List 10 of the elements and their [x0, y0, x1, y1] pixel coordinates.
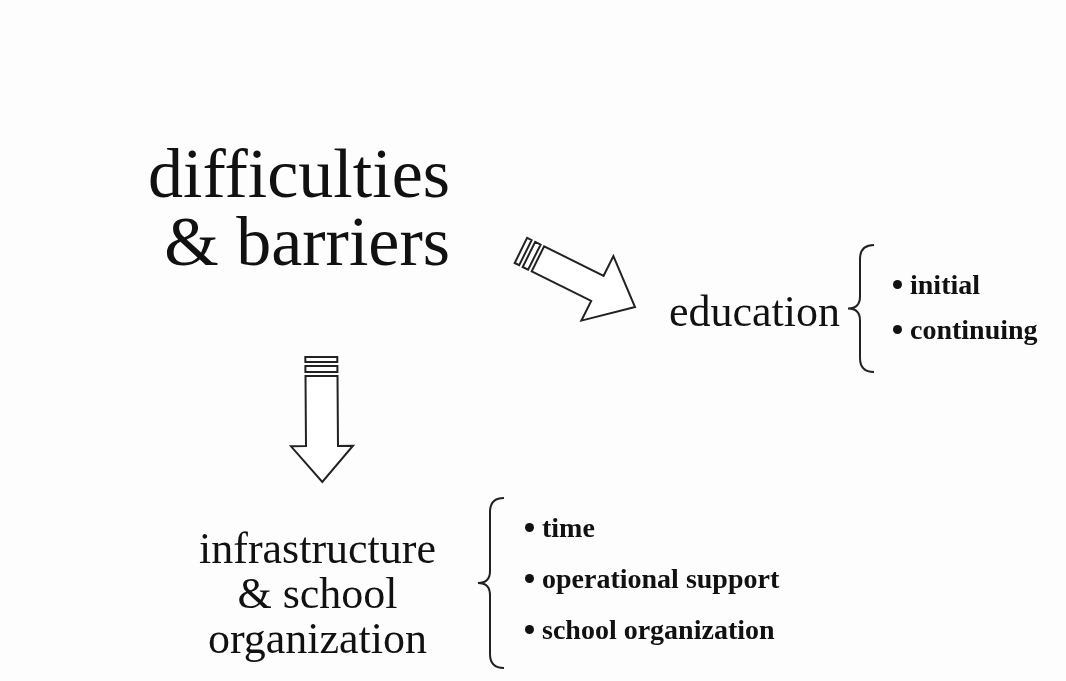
node-label: infrastructure & school organization [190, 482, 445, 662]
node-label: difficulties & barriers [120, 140, 450, 276]
bullet-text: school organization [542, 613, 775, 647]
block-arrow [288, 355, 356, 484]
bullet-text: operational support [542, 562, 780, 596]
block-arrow [513, 236, 637, 323]
bullet-text: initial [910, 268, 980, 302]
node-label: education [635, 290, 840, 334]
bullet-text: time [542, 511, 595, 545]
bullet-text: continuing [910, 313, 1038, 347]
